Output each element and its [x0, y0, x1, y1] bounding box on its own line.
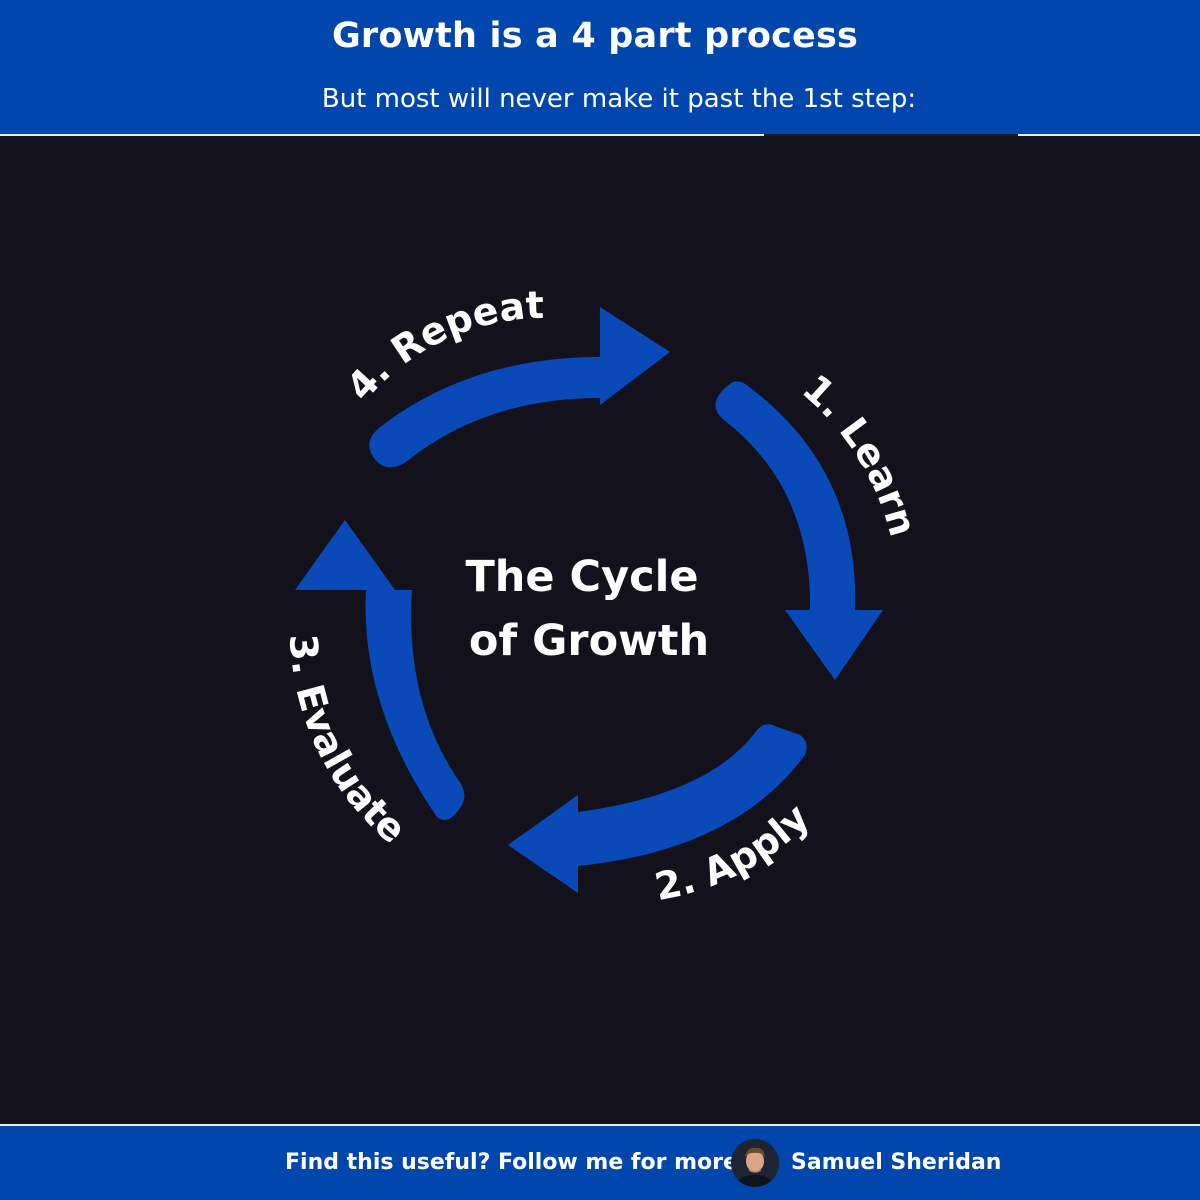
center-title-line1: The Cycle — [465, 552, 698, 602]
arrow-repeat — [369, 307, 670, 468]
avatar — [731, 1139, 779, 1187]
follow-cta-text: Find this useful? Follow me for more — [285, 1150, 738, 1175]
arrow-evaluate — [295, 520, 465, 820]
cycle-diagram: The Cycle of Growth 4. Repeat 1. Learn 2… — [281, 283, 925, 909]
arrow-learn — [715, 381, 883, 680]
author-name: Samuel Sheridan — [791, 1150, 1002, 1175]
header-banner: Growth is a 4 part process But most will… — [0, 0, 1200, 136]
page-subtitle: But most will never make it past the 1st… — [321, 84, 917, 114]
arrow-apply — [508, 724, 807, 893]
divider — [764, 134, 1018, 136]
center-title-line2: of Growth — [469, 616, 709, 666]
page-title: Growth is a 4 part process — [331, 16, 859, 56]
footer-banner: Find this useful? Follow me for more Sam… — [0, 1124, 1200, 1200]
avatar-portrait-icon — [731, 1139, 779, 1187]
